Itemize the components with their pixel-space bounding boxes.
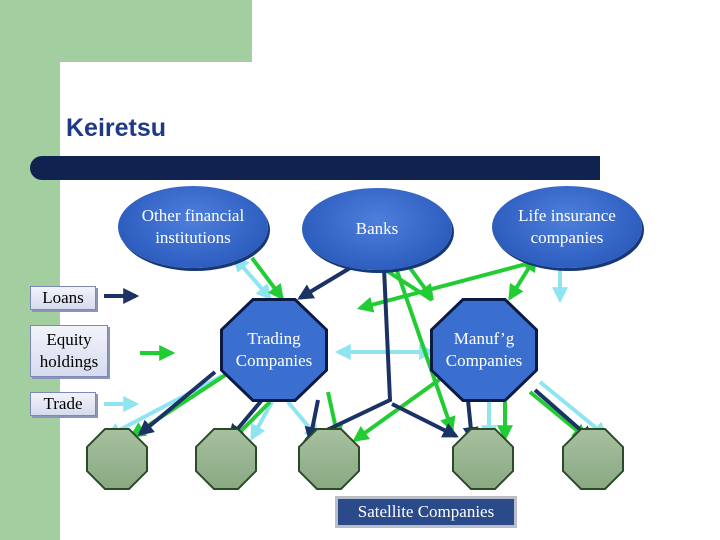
trade-arrow xyxy=(250,401,274,441)
equity-arrow xyxy=(356,253,561,313)
equity-arrow xyxy=(408,266,434,301)
equity-arrow xyxy=(250,256,284,301)
satellite-company-face xyxy=(88,430,146,488)
loan-arrow xyxy=(297,266,352,300)
legend-trade: Trade xyxy=(30,392,96,416)
equity-arrow xyxy=(528,390,589,441)
other-financial-institutions-node: Other financial institutions xyxy=(118,186,268,268)
trade-arrow xyxy=(538,380,609,439)
banks-label: Banks xyxy=(355,218,399,238)
legend-equity-holdings-label: Equity holdings xyxy=(39,329,99,371)
life-insurance-companies-node: Life insurance companies xyxy=(492,186,642,268)
legend-loans-label: Loans xyxy=(42,287,84,307)
trade-arrow xyxy=(105,374,223,438)
left-accent-bar xyxy=(0,0,60,540)
manufacturing-companies-face: Manuf’g Companies xyxy=(433,301,535,399)
trading-companies-face: Trading Companies xyxy=(223,301,325,399)
life-insurance-companies-label: Life insurance companies xyxy=(518,205,616,247)
satellite-company-face xyxy=(564,430,622,488)
trading-companies-label: Trading Companies xyxy=(235,328,313,370)
banks-node: Banks xyxy=(302,188,452,270)
satellite-companies-label: Satellite Companies xyxy=(335,496,517,528)
slide-title: Keiretsu xyxy=(66,114,167,142)
manufacturing-companies-label: Manuf’g Companies xyxy=(445,328,523,370)
other-financial-institutions-label: Other financial institutions xyxy=(141,205,245,247)
loan-arrow xyxy=(303,267,393,442)
legend-equity-holdings: Equity holdings xyxy=(30,325,108,377)
satellite-company-face xyxy=(197,430,255,488)
loan-arrow xyxy=(137,370,217,437)
legend-loans: Loans xyxy=(30,286,96,310)
title-underline-bar xyxy=(30,156,600,180)
legend-trade-label: Trade xyxy=(43,393,83,413)
satellite-company-face xyxy=(300,430,358,488)
satellite-company-face xyxy=(454,430,512,488)
loan-arrow xyxy=(391,402,459,438)
trade-arrow xyxy=(232,255,273,301)
equity-arrow xyxy=(352,370,452,442)
